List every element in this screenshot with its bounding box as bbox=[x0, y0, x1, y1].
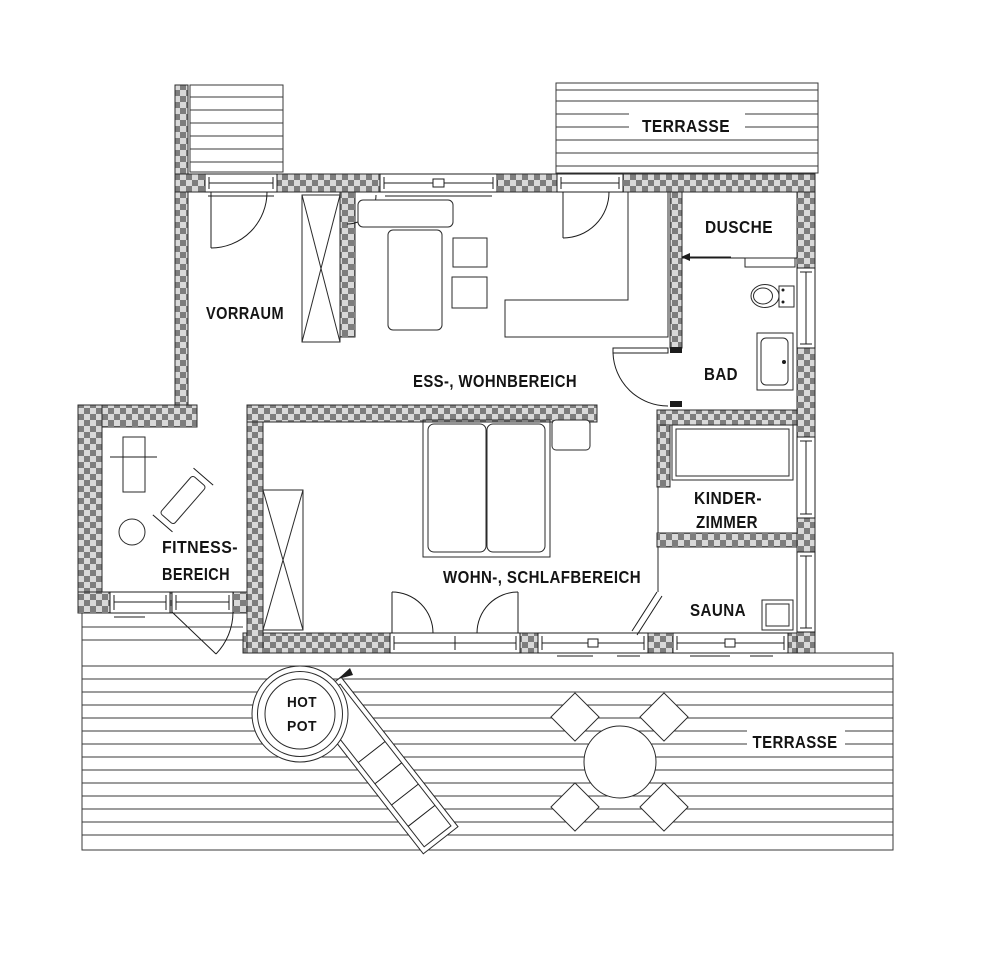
terrace-bottom-deck bbox=[81, 612, 894, 851]
terrace-bottom-label: TERRASSE bbox=[747, 730, 845, 752]
window-fitness bbox=[109, 591, 171, 618]
window-bottom-2 bbox=[672, 632, 789, 657]
room-label-kinderzimmer-2: ZIMMER bbox=[696, 512, 758, 532]
bathroom-vanity bbox=[756, 332, 794, 391]
sauna-heater bbox=[761, 599, 794, 631]
nightstand bbox=[551, 419, 591, 451]
kinder-bed bbox=[671, 424, 794, 481]
deck-top-left bbox=[189, 84, 284, 173]
dusche-partition bbox=[681, 253, 797, 268]
terrace-top-deck: TERRASSE bbox=[555, 82, 819, 174]
window-sauna bbox=[796, 551, 816, 633]
toilet bbox=[750, 284, 795, 308]
room-label-terrasse-bottom: TERRASSE bbox=[753, 732, 838, 752]
room-label-dusche: DUSCHE bbox=[705, 217, 773, 237]
fitness-incline-bench bbox=[152, 467, 214, 533]
double-bed bbox=[422, 419, 551, 558]
kitchen-counter bbox=[504, 191, 669, 338]
room-label-kinderzimmer-1: KINDER- bbox=[694, 488, 762, 508]
french-door bbox=[389, 591, 521, 654]
room-labels: VORRAUM DUSCHE ESS-, WOHNBEREICH BAD KIN… bbox=[162, 217, 773, 620]
sofa bbox=[357, 199, 454, 331]
coffee-tables bbox=[451, 237, 488, 309]
fitness-ball bbox=[118, 518, 146, 546]
room-label-wohn-schlafbereich: WOHN-, SCHLAFBEREICH bbox=[443, 567, 641, 587]
fitness-bench-press bbox=[110, 436, 157, 493]
interior-walls bbox=[246, 191, 798, 654]
room-label-ess-wohnbereich: ESS-, WOHNBEREICH bbox=[413, 371, 577, 391]
sauna-door bbox=[631, 547, 663, 636]
terrace-door-top bbox=[556, 173, 624, 239]
room-label-fitness-1: FITNESS- bbox=[162, 537, 238, 557]
terrace-dining-set bbox=[550, 692, 689, 832]
window-living-top bbox=[379, 173, 498, 197]
fitness-terrace-door bbox=[171, 591, 234, 655]
bad-door bbox=[612, 347, 669, 407]
room-label-fitness-2: BEREICH bbox=[162, 564, 230, 584]
room-label-terrasse-top: TERRASSE bbox=[642, 116, 730, 136]
hot-pot: HOT POT bbox=[251, 665, 353, 763]
bedroom-wardrobe bbox=[262, 489, 304, 631]
vorraum-wardrobe bbox=[301, 194, 341, 343]
room-label-hotpot-2: POT bbox=[287, 718, 317, 735]
entrance-door bbox=[204, 173, 278, 249]
room-label-hotpot-1: HOT bbox=[287, 694, 317, 711]
room-label-sauna: SAUNA bbox=[690, 600, 746, 620]
room-label-bad: BAD bbox=[704, 364, 738, 384]
window-bad bbox=[796, 267, 816, 349]
room-label-vorraum: VORRAUM bbox=[206, 303, 284, 323]
window-kinderzimmer bbox=[796, 436, 816, 519]
window-bottom-1 bbox=[537, 632, 649, 657]
